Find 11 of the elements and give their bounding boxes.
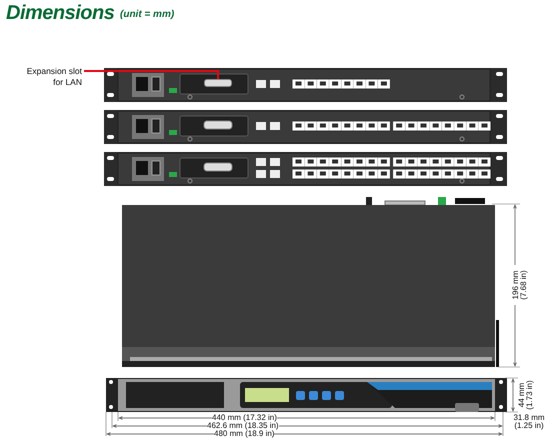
- dimension-value: 480 mm (18.9 in): [214, 430, 274, 438]
- dimension-value: 462.6 mm (18.35 in): [207, 422, 279, 430]
- expansion-slot: [204, 79, 232, 87]
- dimension-value: 44 mm (1.73 in): [518, 375, 534, 415]
- callout-text: Expansion slot for LAN: [8, 66, 82, 89]
- title: Dimensions: [6, 2, 114, 25]
- dimension-value: 31.8 mm (1.25 in): [512, 414, 546, 430]
- dimension-value: 440 mm (17.32 in): [212, 414, 277, 422]
- unit-note: (unit = mm): [120, 10, 174, 20]
- dimension-value: 196 mm (7.68 in): [512, 265, 528, 305]
- leader-line: [84, 70, 219, 79]
